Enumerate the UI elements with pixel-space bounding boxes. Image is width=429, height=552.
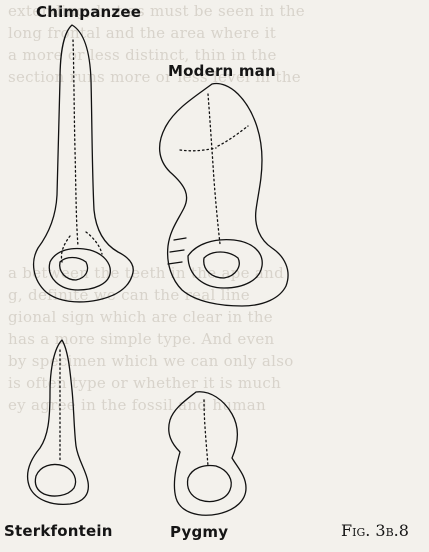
chimpanzee-cavity bbox=[60, 258, 88, 281]
pygmy-outline bbox=[169, 392, 246, 515]
sterkfontein-label: Sterkfontein bbox=[4, 522, 113, 540]
chimpanzee-outline bbox=[34, 25, 134, 302]
modern-man-midline bbox=[208, 94, 220, 244]
chimpanzee-label: Chimpanzee bbox=[36, 3, 141, 21]
chimpanzee-inner-outline bbox=[49, 249, 110, 291]
modern-man-tick bbox=[168, 262, 182, 264]
sterkfontein-inner-outline bbox=[35, 464, 75, 496]
modern-man-suture bbox=[180, 148, 216, 151]
modern-man-label: Modern man bbox=[168, 62, 276, 80]
pygmy-inner-outline bbox=[188, 466, 232, 502]
pygmy-midline bbox=[204, 400, 208, 466]
pygmy-label: Pygmy bbox=[170, 523, 228, 541]
modern-man-tick bbox=[170, 250, 184, 252]
modern-man-tick bbox=[174, 238, 186, 240]
sterkfontein-outer-outline bbox=[28, 340, 89, 504]
modern-man-outer-outline bbox=[160, 83, 288, 306]
sterkfontein-outline bbox=[28, 340, 89, 504]
modern-man-suture bbox=[218, 126, 248, 146]
modern-man-inner-outline bbox=[188, 240, 262, 288]
modern-man-outline bbox=[160, 83, 288, 306]
modern-man-cavity bbox=[204, 252, 239, 278]
chimpanzee-midline bbox=[73, 40, 78, 246]
figure-caption: Fig. 3b.8 bbox=[341, 521, 409, 540]
